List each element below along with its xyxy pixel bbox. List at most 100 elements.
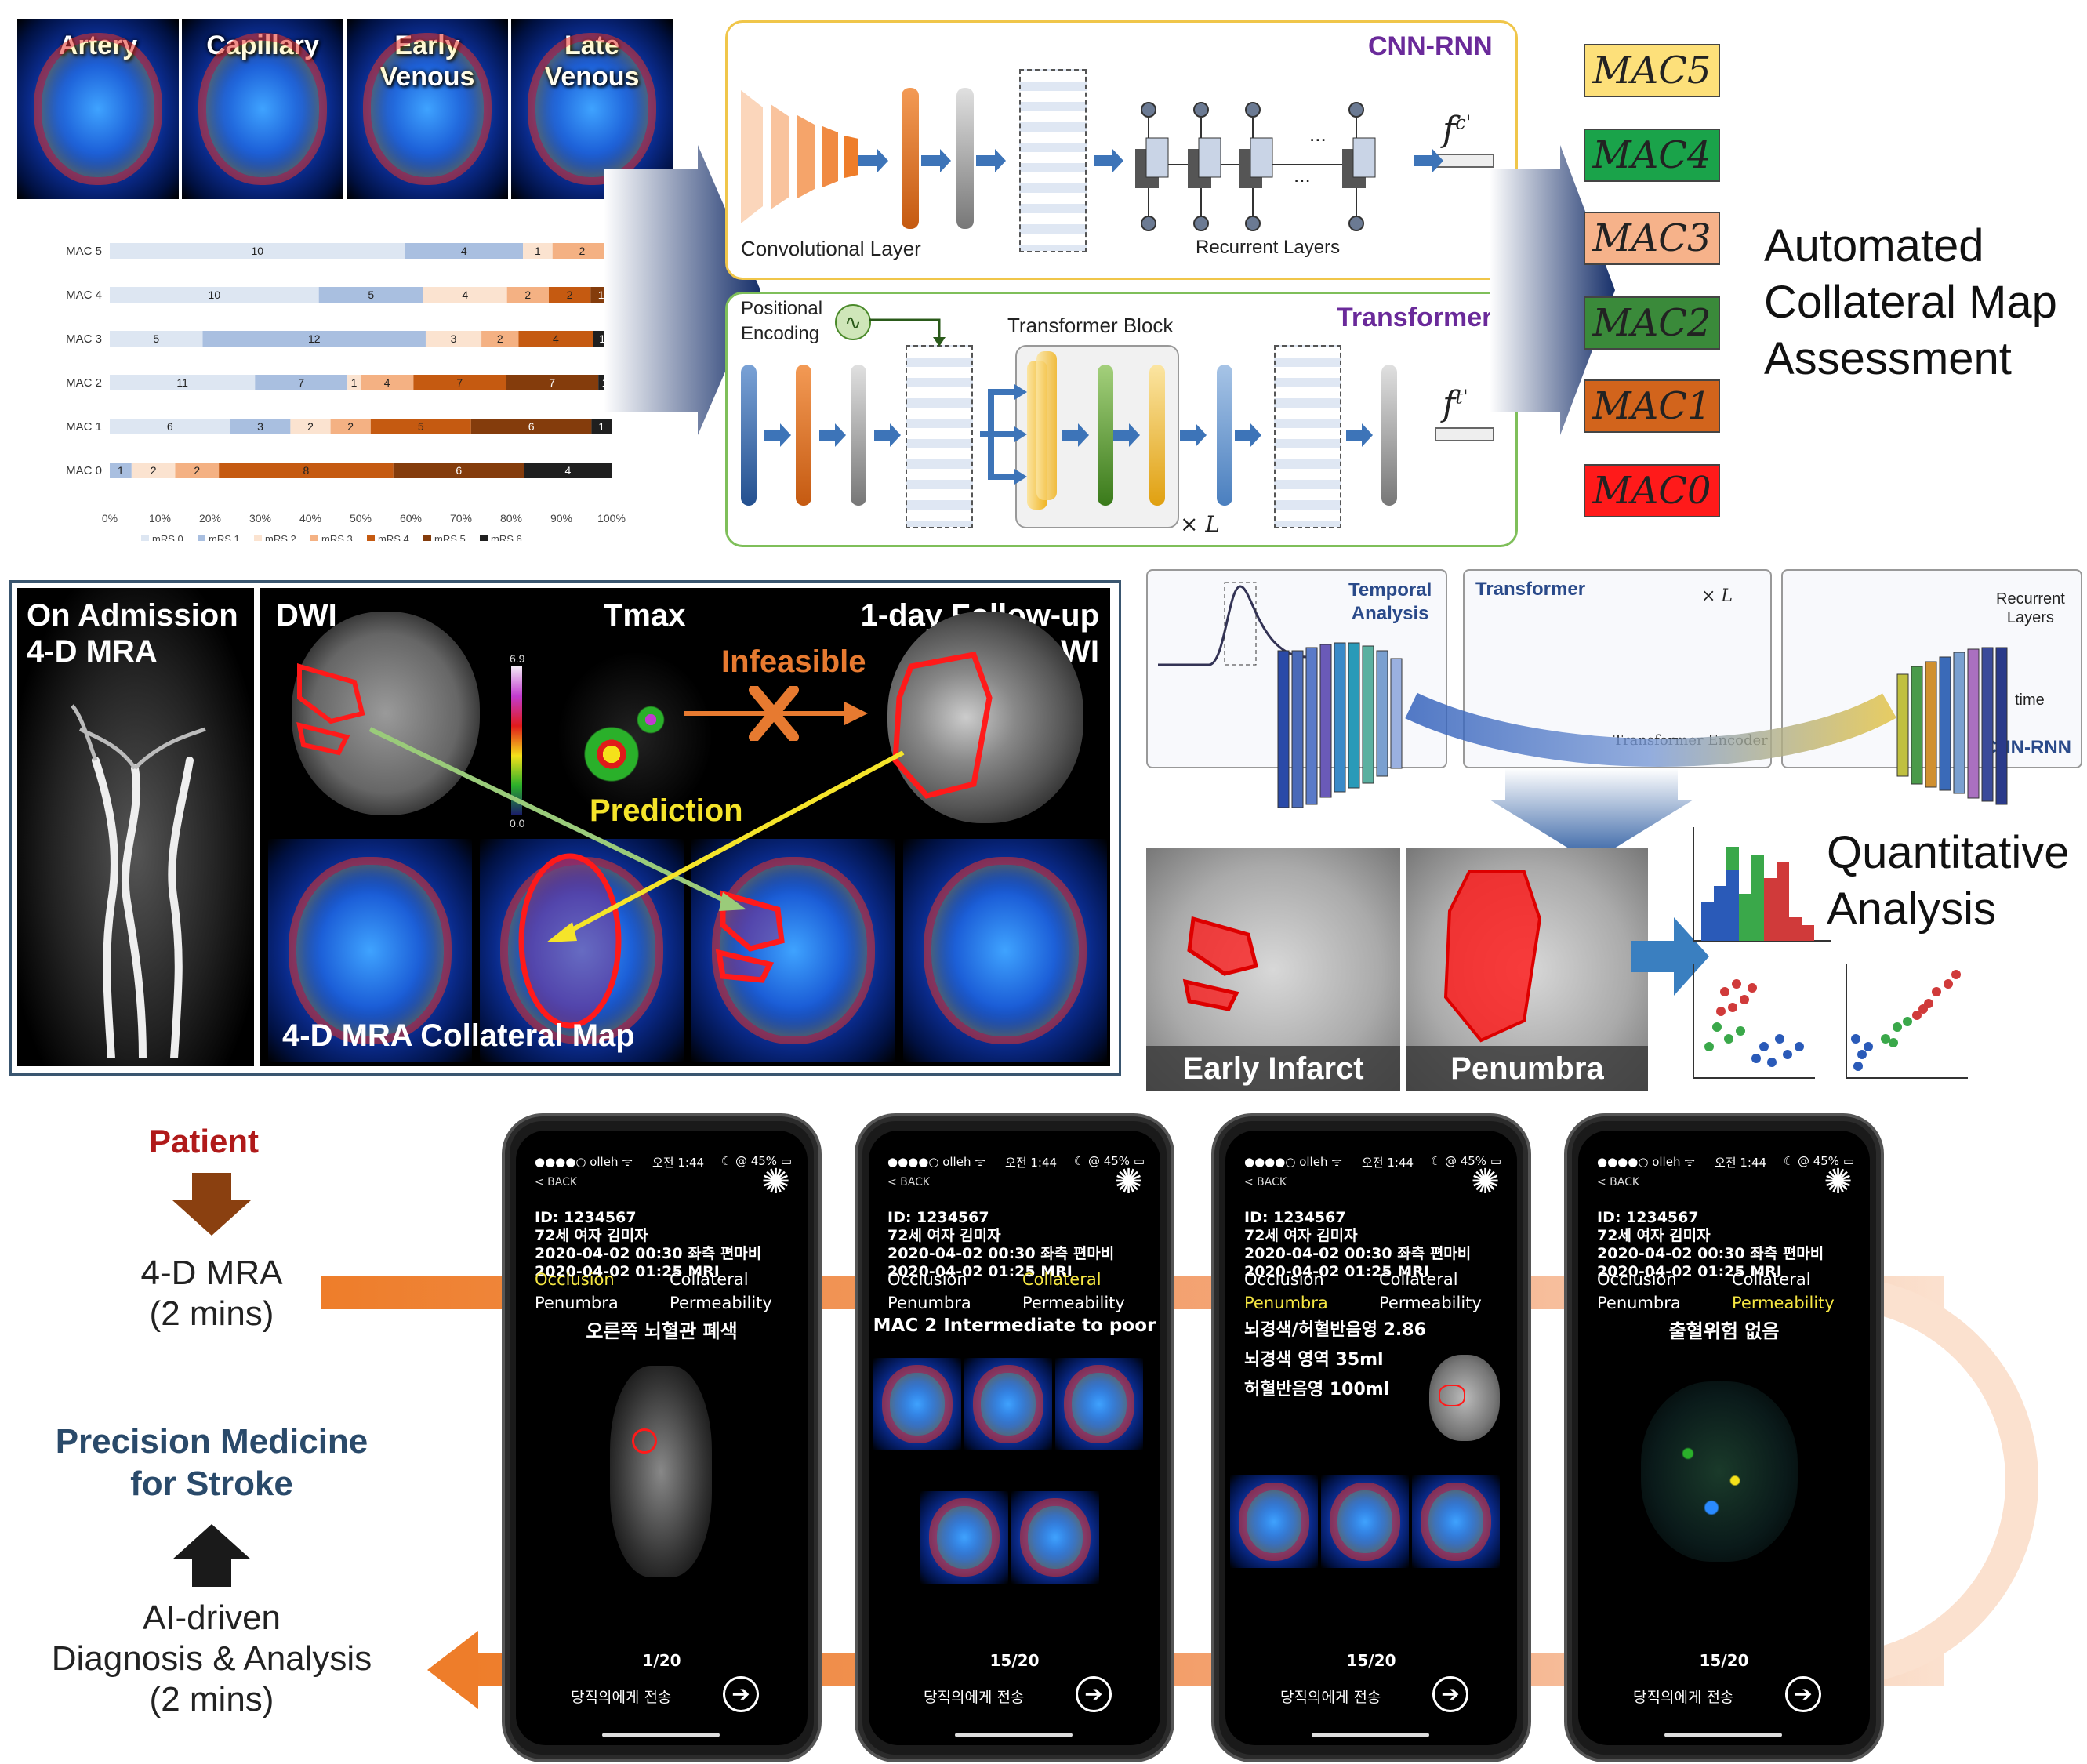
data-label: 2 [579, 245, 585, 257]
data-label: 7 [298, 376, 304, 389]
menu-penumbra[interactable]: Penumbra [1597, 1294, 1681, 1312]
page-indicator: 15/20 [989, 1651, 1040, 1670]
transformer-repeat-label: × L [1180, 511, 1220, 537]
send-arrow-icon[interactable]: ➔ [1076, 1676, 1112, 1712]
clock: 오전 1:44 [1362, 1156, 1414, 1170]
collateral-map-3 [691, 839, 895, 1062]
admission-label: On Admission 4-D MRA [27, 598, 238, 669]
menu-collateral[interactable]: Collateral [670, 1270, 749, 1289]
menu-permeability[interactable]: Permeability [1732, 1294, 1835, 1312]
carrier: ●●●●○ olleh ᯤ [887, 1155, 985, 1169]
patient-id: ID: 1234567 [1244, 1209, 1346, 1226]
patient-id: ID: 1234567 [1597, 1209, 1699, 1226]
data-label: 7 [549, 376, 555, 389]
phase-image-capillary: Capillary [182, 19, 343, 199]
thumb-lesion-outline [1439, 1385, 1465, 1406]
category-label: MAC 3 [66, 332, 102, 346]
bar-segment [423, 287, 507, 303]
cnn-sequence-stack [1019, 69, 1087, 252]
mra-result-image [610, 1366, 712, 1577]
bar-segment [347, 375, 361, 390]
data-label: 2 [497, 332, 503, 345]
menu-collateral[interactable]: Collateral [1022, 1270, 1102, 1289]
svg-text:...: ... [1309, 122, 1327, 146]
prediction-label: Prediction [590, 793, 743, 828]
menu-penumbra[interactable]: Penumbra [1244, 1294, 1328, 1312]
menu-permeability[interactable]: Permeability [1379, 1294, 1482, 1312]
mri-time: 2020-04-02 01:25 MRI [1244, 1263, 1429, 1280]
send-to-doctor-label: 당직의에게 전송 [571, 1689, 672, 1706]
home-indicator [602, 1733, 720, 1737]
mri-time: 2020-04-02 01:25 MRI [887, 1263, 1073, 1280]
bar-segment [518, 331, 593, 347]
collateral-thumb-3 [1055, 1358, 1143, 1450]
data-label: 6 [528, 420, 535, 433]
back-button[interactable]: < BACK [1597, 1176, 1640, 1189]
early-infarct-label-bg [1146, 1046, 1400, 1091]
collateral-thumb-4 [920, 1491, 1008, 1584]
back-button[interactable]: < BACK [535, 1176, 578, 1189]
data-label: 1 [535, 245, 541, 257]
menu-permeability[interactable]: Permeability [670, 1294, 772, 1312]
temporal-curve [1158, 582, 1308, 666]
send-arrow-icon[interactable]: ➔ [723, 1676, 759, 1712]
quant-scatter-1 [1693, 964, 1815, 1079]
bar-segment [110, 419, 230, 434]
menu-permeability[interactable]: Permeability [1022, 1294, 1125, 1312]
recurrent-panel-label: Recurrent Layers [1996, 590, 2065, 626]
patient-id: ID: 1234567 [887, 1209, 989, 1226]
tmax-label: Tmax [604, 598, 686, 633]
back-button[interactable]: < BACK [887, 1176, 931, 1189]
send-arrow-icon[interactable]: ➔ [1785, 1676, 1821, 1712]
patient-label: Patient [149, 1123, 260, 1160]
send-to-doctor-label: 당직의에게 전송 [924, 1689, 1025, 1706]
menu-occlusion[interactable]: Occlusion [1244, 1270, 1324, 1289]
bar-segment [110, 375, 256, 390]
legend-swatch [367, 535, 375, 541]
legend-swatch [310, 535, 318, 541]
onset: 2020-04-02 00:30 좌측 편마비 [1597, 1245, 1824, 1262]
penumbra-volume-text: 허혈반음영 100ml [1244, 1380, 1390, 1399]
data-label: 2 [194, 464, 200, 477]
x-tick-label: 100% [597, 512, 626, 524]
tmax-scale-min: 0.0 [510, 817, 525, 829]
patient-demo: 72세 여자 김미자 [1597, 1227, 1711, 1244]
menu-occlusion[interactable]: Occlusion [535, 1270, 615, 1289]
x-tick-label: 40% [299, 512, 321, 524]
transformer-panel-repeat: × L [1701, 586, 1733, 606]
page-indicator: 1/20 [642, 1651, 681, 1670]
bar-segment [506, 287, 549, 303]
prediction-arrows [368, 727, 905, 942]
cnn-conv-output-layer [902, 88, 919, 229]
infeasible-label: Infeasible [721, 644, 866, 679]
tmax-scale-max: 6.9 [510, 652, 525, 665]
data-label: 2 [151, 464, 157, 477]
legend-label: mRS 1 [209, 533, 240, 541]
legend-swatch [198, 535, 205, 541]
send-arrow-icon[interactable]: ➔ [1432, 1676, 1468, 1712]
back-button[interactable]: < BACK [1244, 1176, 1287, 1189]
menu-penumbra[interactable]: Penumbra [887, 1294, 971, 1312]
bar-segment [552, 243, 612, 259]
mri-time: 2020-04-02 01:25 MRI [535, 1263, 720, 1280]
transformer-block-label: Transformer Block [1007, 314, 1174, 337]
quantitative-analysis-title: Quantitative Analysis [1827, 827, 2070, 935]
phase-image-early-venous: Early Venous [347, 19, 508, 199]
menu-collateral[interactable]: Collateral [1732, 1270, 1811, 1289]
svg-text:...: ... [1294, 163, 1311, 187]
menu-occlusion[interactable]: Occlusion [887, 1270, 967, 1289]
sine-wave-icon: ∿ [835, 304, 871, 340]
bar-segment [425, 331, 482, 347]
result-title: MAC 2 Intermediate to poor [873, 1316, 1156, 1336]
menu-collateral[interactable]: Collateral [1379, 1270, 1458, 1289]
menu-penumbra[interactable]: Penumbra [535, 1294, 619, 1312]
category-label: MAC 0 [66, 464, 102, 477]
menu-occlusion[interactable]: Occlusion [1597, 1270, 1677, 1289]
